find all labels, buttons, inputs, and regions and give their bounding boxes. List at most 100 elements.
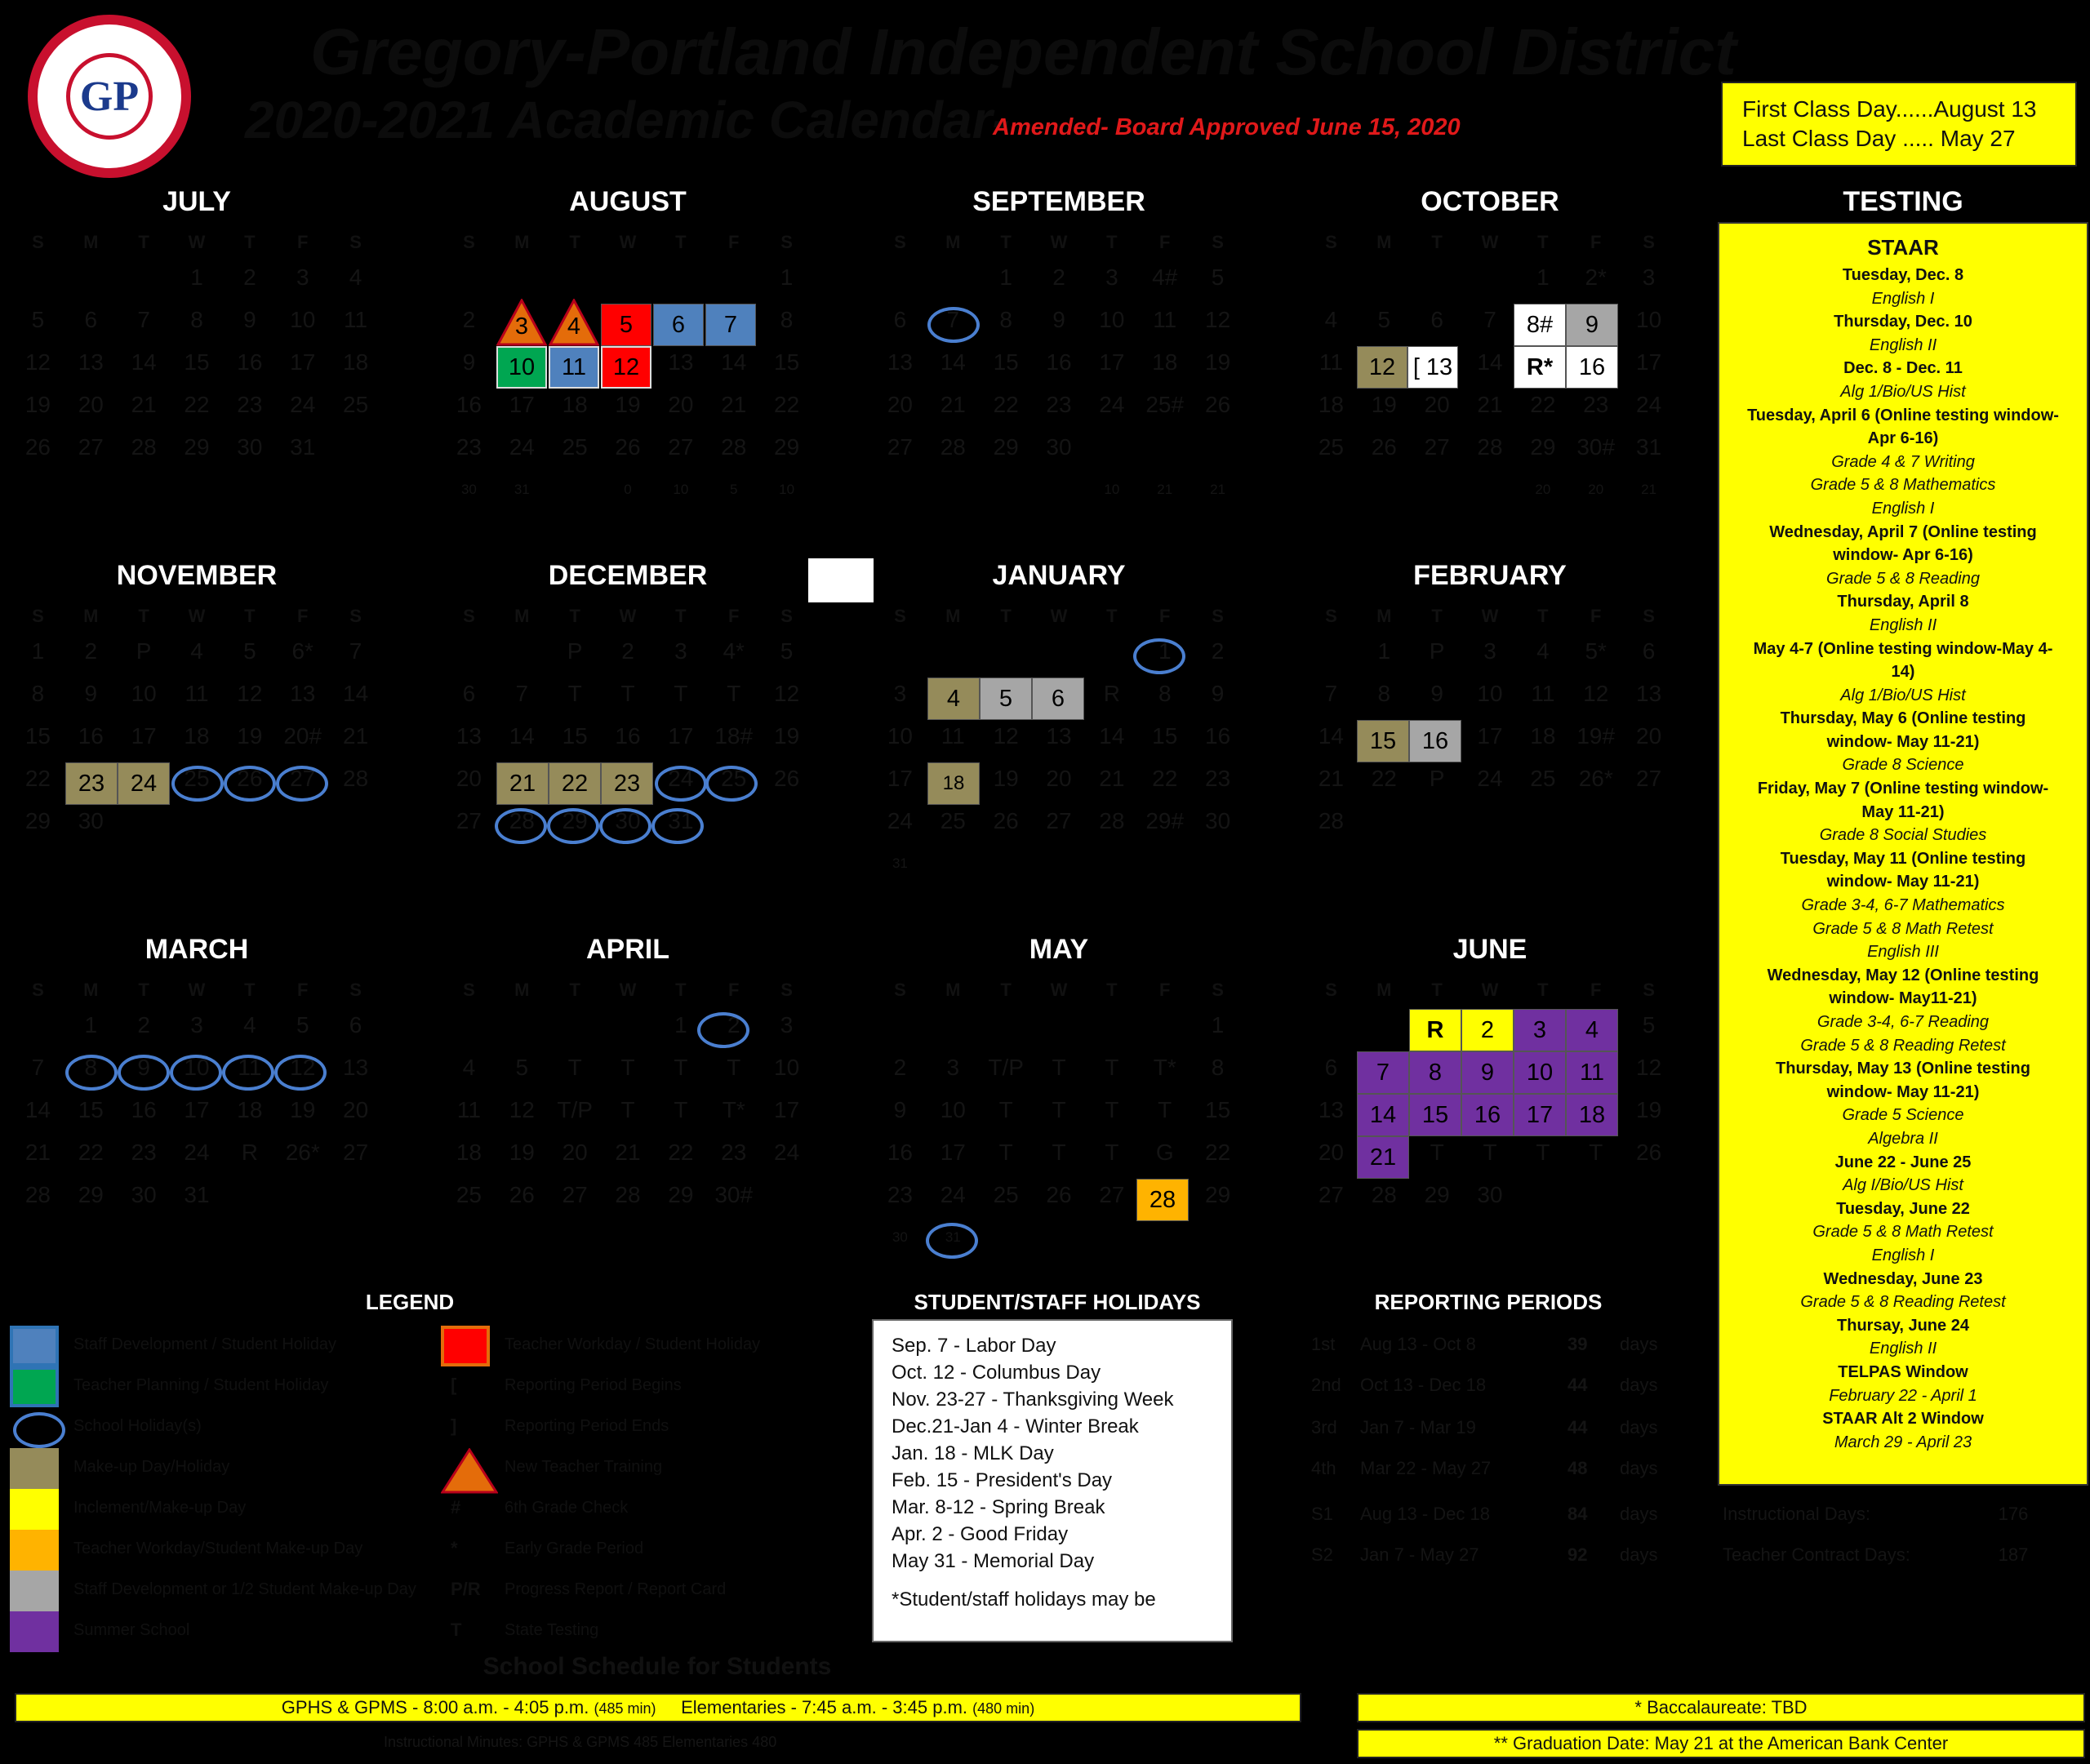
oct-12-mark: 12 [1357, 346, 1407, 389]
day-cell: 16 [887, 1140, 913, 1165]
legend-swatch [10, 1530, 59, 1571]
day-cell: 17 [509, 392, 535, 417]
day-cell: 17 [1636, 349, 1662, 375]
teacher-contract-days-label: Teacher Contract Days: [1723, 1544, 1910, 1565]
day-cell: 16 [78, 723, 104, 749]
day-cell: 17 [668, 723, 694, 749]
weekday-label: W [1050, 606, 1068, 626]
day-cell: 12 [1583, 681, 1609, 706]
day-cell: 8 [1211, 1055, 1225, 1080]
day-cell: 18 [237, 1097, 263, 1122]
day-cell: 4* [723, 638, 745, 664]
legend-label: New Teacher Training [505, 1458, 663, 1476]
weekday-label: M [1376, 606, 1392, 626]
weekday-label: T [1000, 232, 1012, 252]
day-cell: 29 [1205, 1182, 1231, 1207]
day-cell [980, 630, 1033, 673]
school-holiday-oval [927, 307, 980, 343]
day-cell [1358, 469, 1411, 511]
day-cell: 26 [1046, 1182, 1072, 1207]
testing-date: Tuesday, April 6 (Online testing window- [1747, 406, 2059, 424]
day-cell: 26* [1578, 766, 1613, 791]
day-cell: 21 [1157, 482, 1173, 497]
day-cell [1033, 1216, 1086, 1259]
weekday-label: S [32, 980, 44, 1000]
month-title: FEBRUARY [1413, 560, 1567, 591]
day-cell [1516, 842, 1569, 885]
day-cell [442, 1004, 496, 1046]
day-cell: T [1052, 1055, 1066, 1080]
testing-date: Thursday, Dec. 10 [1834, 313, 1972, 331]
day-cell: 30 [1046, 434, 1072, 460]
day-cell: 25 [1530, 766, 1556, 791]
day-cell [1138, 426, 1191, 469]
weekday-label: T [569, 232, 580, 252]
day-cell [927, 469, 980, 511]
day-cell [1569, 1216, 1622, 1259]
day-cell: 25 [993, 1182, 1019, 1207]
testing-subject: Grade 5 & 8 Reading Retest [1800, 1293, 2006, 1312]
day-cell [329, 426, 382, 469]
day-cell: 1 [31, 638, 45, 664]
testing-date: Apr 6-16) [1867, 429, 1939, 448]
day-cell: 6 [893, 307, 907, 332]
school-holiday-oval [274, 1055, 327, 1091]
day-cell: 27 [562, 1182, 588, 1207]
testing-date: window- May 11-21) [1826, 873, 1980, 891]
weekday-label: T [244, 606, 256, 626]
day-cell [1358, 842, 1411, 885]
reporting-period-name: 3rd [1311, 1417, 1337, 1437]
day-cell [442, 256, 496, 299]
day-cell [1358, 1004, 1411, 1046]
day-cell: 5 [780, 638, 794, 664]
testing-subject: English II [1869, 1340, 1937, 1358]
day-cell: 5 [1642, 1012, 1656, 1038]
day-cell: 5 [1211, 264, 1225, 290]
jun-2-mark: 2 [1461, 1009, 1514, 1051]
school-holiday-oval [222, 1055, 274, 1091]
weekday-label: W [188, 606, 206, 626]
day-cell [64, 1216, 118, 1259]
day-cell: 31 [514, 482, 530, 497]
weekday-label: M [945, 980, 961, 1000]
day-cell: 14 [1477, 349, 1503, 375]
holiday-item: Feb. 15 - President's Day [892, 1469, 1113, 1491]
legend-swatch [10, 1611, 59, 1652]
weekday-label: F [297, 232, 309, 252]
testing-date: window- May 11-21) [1826, 1082, 1980, 1101]
day-cell: 27 [78, 434, 104, 460]
day-cell: 19 [1205, 349, 1231, 375]
day-cell: 3 [1105, 264, 1118, 290]
day-cell: 15 [1152, 723, 1178, 749]
day-cell: 26 [1205, 392, 1231, 417]
day-cell: 23 [887, 1182, 913, 1207]
weekday-label: S [463, 232, 475, 252]
day-cell: T [727, 681, 741, 706]
day-cell: 15 [562, 723, 588, 749]
day-cell [1138, 842, 1191, 885]
jun-7-mark: 7 [1357, 1051, 1409, 1094]
district-logo: GP [28, 15, 191, 178]
day-cell: 24 [290, 392, 316, 417]
day-cell: 21 [615, 1140, 641, 1165]
day-cell [1305, 630, 1358, 673]
day-cell [654, 256, 707, 299]
day-cell: 30 [237, 434, 263, 460]
day-cell: 11 [940, 723, 965, 749]
jan-4-mark: 4 [927, 678, 980, 720]
school-holiday-oval [705, 766, 758, 802]
first-class-day: First Class Day......August 13 [1742, 96, 2037, 122]
month-grid: SMTWTFS1P345*678910111213141516171819#20… [1305, 602, 1675, 885]
baccalaureate-bar: * Baccalaureate: TBD [1357, 1693, 2085, 1722]
